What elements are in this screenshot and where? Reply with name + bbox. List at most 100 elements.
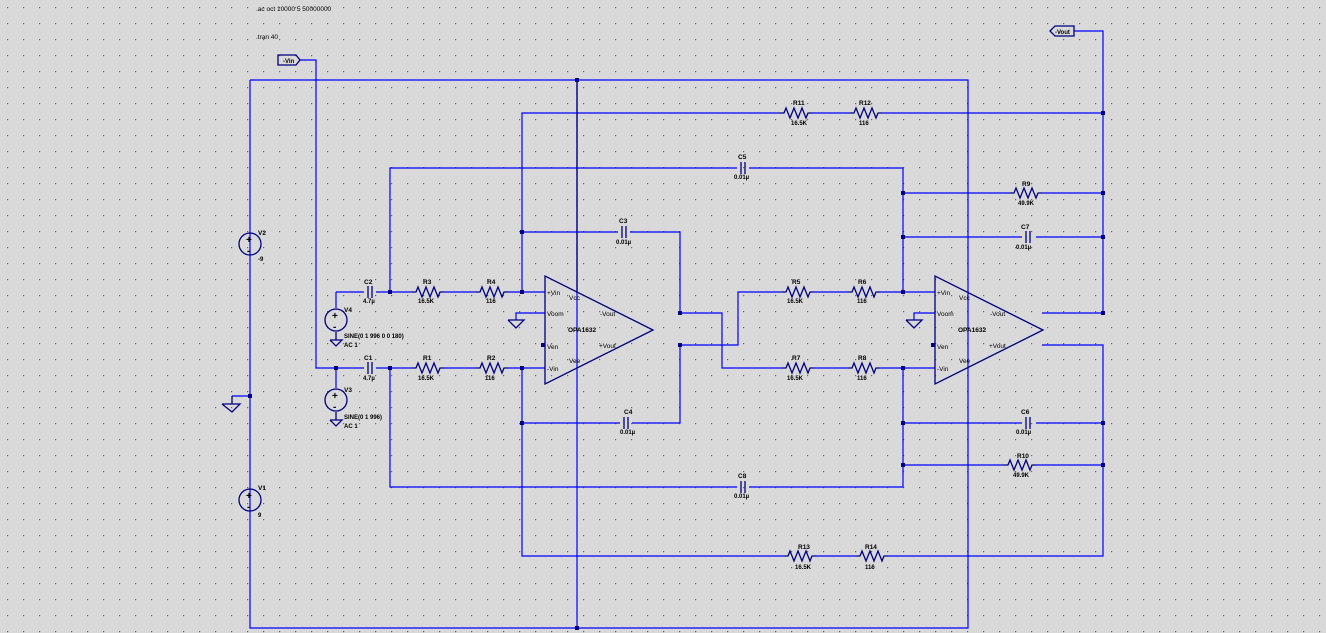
v3-value: SINE(0 1 996) [344, 415, 382, 421]
u2-model: OPA1632 [958, 327, 986, 334]
capacitor-c4[interactable]: C4 0.01µ [620, 409, 636, 436]
tran-directive[interactable]: .tran 40 [256, 34, 278, 41]
svg-text:16.5K: 16.5K [795, 565, 812, 571]
resistor-r8[interactable]: R8 116 [848, 355, 880, 382]
capacitor-c3[interactable]: C3 0.01µ [616, 218, 632, 246]
voltage-source-v4[interactable]: + - V4 SINE(0 1 996 0 0 180) AC 1 [324, 307, 404, 349]
svg-text:R14: R14 [865, 544, 877, 551]
resistor-r10[interactable]: R10 49.9K [1004, 453, 1036, 479]
svg-text:C7: C7 [1021, 224, 1030, 231]
svg-text:0.01µ: 0.01µ [734, 494, 750, 500]
voltage-source-v3[interactable]: + - V3 SINE(0 1 996) AC 1 [324, 387, 382, 430]
resistor-r14[interactable]: R14 116 [856, 544, 888, 571]
u2-pin-ven: Ven [937, 344, 949, 351]
v1-value: 9 [258, 513, 262, 519]
svg-text:C1: C1 [364, 355, 373, 362]
svg-text:16.5K: 16.5K [787, 376, 804, 382]
svg-text:C4: C4 [624, 409, 633, 416]
svg-text:4.7µ: 4.7µ [363, 376, 375, 382]
ground-symbol[interactable] [329, 412, 344, 427]
capacitor-c2[interactable]: C2 4.7µ [363, 279, 375, 305]
svg-text:116: 116 [859, 121, 869, 127]
svg-text:+: + [246, 491, 252, 502]
voltage-source-v1[interactable]: + - V1 9 [238, 485, 266, 519]
opamp-u2[interactable]: +Vin Voom Ven -Vin Vcc Vee -Vout +Vout O… [931, 274, 1045, 386]
v3-ac: AC 1 [344, 424, 358, 430]
svg-text:-: - [333, 322, 336, 333]
ground-symbol[interactable] [329, 332, 344, 347]
v4-name: V4 [344, 307, 352, 314]
voltage-source-v2[interactable]: + - V2 -9 [238, 230, 266, 263]
u1-pin-vcc: Vcc [569, 295, 581, 302]
resistor-r1[interactable]: R1 16.5K [412, 355, 444, 382]
u2-ven-marker [931, 343, 935, 347]
wires[interactable] [232, 30, 1104, 629]
svg-text:49.9K: 49.9K [1018, 201, 1035, 207]
svg-text:+: + [332, 311, 338, 322]
u1-pin-pvout: +Vout [599, 343, 616, 350]
svg-text:R7: R7 [792, 355, 801, 362]
capacitor-c8[interactable]: C8 0.01µ [734, 473, 750, 500]
capacitor-c1[interactable]: C1 4.7µ [363, 355, 375, 382]
ground-symbol[interactable] [221, 396, 242, 413]
u2-pin-pvout: +Vout [989, 343, 1006, 350]
u1-ven-marker [541, 343, 545, 347]
ground-symbol[interactable] [905, 319, 924, 329]
resistor-r6[interactable]: R6 116 [848, 279, 880, 305]
capacitor-c7[interactable]: C7 0.01µ [1016, 224, 1032, 251]
vin-port-label[interactable]: -Vin [277, 54, 301, 66]
svg-text:R5: R5 [792, 279, 801, 286]
u2-pin-vee: Vee [959, 358, 971, 365]
capacitor-c5[interactable]: C5 0.01µ [734, 154, 750, 181]
v2-name: V2 [258, 230, 266, 237]
v4-ac: AC 1 [344, 343, 358, 349]
u2-pin-nvin: -Vin [937, 366, 949, 373]
svg-text:0.01µ: 0.01µ [616, 240, 632, 246]
resistor-r3[interactable]: R3 16.5K [412, 279, 444, 305]
svg-text:C5: C5 [738, 154, 747, 161]
ac-directive[interactable]: .ac oct 10000 5 50000000 [256, 6, 332, 13]
capacitor-c6[interactable]: C6 0.01µ [1016, 409, 1032, 436]
u1-pin-pvin: +Vin [547, 290, 560, 297]
svg-text:16.5K: 16.5K [418, 299, 435, 305]
svg-text:R8: R8 [858, 355, 867, 362]
svg-text:116: 116 [486, 299, 496, 305]
svg-text:R4: R4 [487, 279, 496, 286]
resistor-r5[interactable]: R5 16.5K [782, 279, 814, 305]
svg-text:0.01µ: 0.01µ [620, 430, 636, 436]
svg-text:C2: C2 [364, 279, 373, 286]
resistor-r7[interactable]: R7 16.5K [782, 355, 814, 382]
svg-text:49.9K: 49.9K [1013, 473, 1030, 479]
svg-text:16.5K: 16.5K [791, 121, 808, 127]
svg-text:-: - [247, 502, 250, 513]
u2-pin-pvin: +Vin [937, 290, 950, 297]
svg-text:R10: R10 [1017, 453, 1029, 460]
resistor-r4[interactable]: R4 116 [476, 279, 508, 305]
svg-text:+: + [332, 391, 338, 402]
resistor-r12[interactable]: R12 116 [850, 100, 882, 127]
svg-text:116: 116 [865, 565, 875, 571]
svg-text:116: 116 [857, 299, 867, 305]
svg-text:R11: R11 [793, 100, 805, 107]
v3-name: V3 [344, 387, 352, 394]
u1-pin-vee: Vee [569, 358, 581, 365]
u2-pin-vcc: Vcc [959, 295, 971, 302]
svg-text:-: - [333, 402, 336, 413]
resistor-r11[interactable]: R11 16.5K [780, 100, 812, 127]
svg-text:R13: R13 [798, 544, 810, 551]
resistor-r13[interactable]: R13 16.5K [784, 544, 816, 571]
svg-text:-: - [247, 246, 250, 257]
svg-text:-Vout: -Vout [1055, 30, 1070, 36]
svg-text:C3: C3 [619, 218, 628, 225]
svg-text:16.5K: 16.5K [418, 376, 435, 382]
ground-symbol[interactable] [507, 319, 526, 329]
svg-text:116: 116 [485, 376, 495, 382]
resistor-r9[interactable]: R9 49.9K [1010, 181, 1042, 207]
vout-port-label[interactable]: -Vout [1049, 25, 1075, 37]
u2-pin-nvout: -Vout [990, 311, 1005, 318]
resistor-r2[interactable]: R2 116 [476, 355, 508, 382]
v1-name: V1 [258, 485, 266, 492]
svg-text:+: + [246, 235, 252, 246]
opamp-u1[interactable]: +Vin Voom Ven -Vin Vcc Vee -Vout +Vout O… [541, 80, 655, 386]
